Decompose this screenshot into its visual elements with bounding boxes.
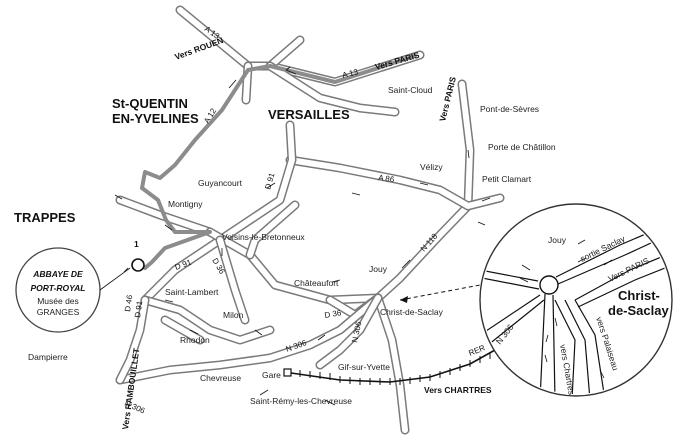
place-porte-de-chatillon: Porte de Châtillon <box>488 142 556 152</box>
place-petit-clamart: Petit Clamart <box>482 174 532 184</box>
direction-vers-paris-right: Vers PARIS <box>437 75 458 122</box>
road-a86: A 86 <box>378 173 396 184</box>
direction-vers-rambouillet: Vers RAMBOUILLET <box>120 347 141 431</box>
road-d91-west: D 91 <box>133 300 144 319</box>
place-dampierre: Dampierre <box>28 352 68 362</box>
place-voisins: Voisins-le-Bretonneux <box>222 232 305 242</box>
place-pont-de-sevres: Pont-de-Sèvres <box>480 104 539 114</box>
city-versailles: VERSAILLES <box>268 107 350 122</box>
road-d91-north: D 91 <box>263 171 276 190</box>
abbey-title-2: PORT-ROYAL <box>31 283 86 293</box>
road-n306-east: N 306 <box>350 320 363 343</box>
rail-line <box>283 349 496 385</box>
place-saint-lambert: Saint-Lambert <box>165 287 219 297</box>
inset-jouy: Jouy <box>548 235 567 245</box>
place-saint-remy: Saint-Rémy-les-Chevreuse <box>250 396 352 406</box>
place-chevreuse: Chevreuse <box>200 373 241 383</box>
place-gif: Gif-sur-Yvette <box>338 362 390 372</box>
place-milon: Milon <box>223 310 244 320</box>
abbey-callout: ABBAYE DE PORT-ROYAL Musée des GRANGES <box>15 247 131 333</box>
city-trappes: TRAPPES <box>14 210 76 225</box>
place-rhodon: Rhodon <box>180 335 210 345</box>
place-gare: Gare <box>262 370 281 380</box>
place-saint-cloud: Saint-Cloud <box>388 85 433 95</box>
direction-arrows <box>114 66 491 406</box>
place-christ-de-saclay: Christ-de-Saclay <box>380 307 444 317</box>
abbey-marker-number: 1 <box>134 239 139 249</box>
road-a13-east: A 13 <box>341 67 359 80</box>
road-network <box>115 5 505 435</box>
place-chateaufort: Châteaufort <box>294 278 339 288</box>
road-d46: D 46 <box>123 294 134 313</box>
place-montigny: Montigny <box>168 199 203 209</box>
abbey-marker: 1 <box>123 239 145 273</box>
abbey-title-1: ABBAYE DE <box>32 269 83 279</box>
city-st-quentin-line2: EN-YVELINES <box>112 111 199 126</box>
city-st-quentin-line1: St-QUENTIN <box>112 96 188 111</box>
direction-vers-paris-top: Vers PARIS <box>374 50 421 72</box>
abbey-subtitle-2: GRANGES <box>37 307 80 317</box>
inset-connector <box>399 284 481 303</box>
direction-vers-chartres: Vers CHARTRES <box>424 385 492 395</box>
place-jouy: Jouy <box>369 264 388 274</box>
inset-title-2: de-Saclay <box>608 303 669 318</box>
inset-map: Jouy sortie Saclay Vers PARIS N 306 vers… <box>479 203 673 397</box>
abbey-subtitle-1: Musée des <box>37 296 79 306</box>
road-d36-south: D 36 <box>324 308 343 320</box>
recommended-route <box>140 54 417 270</box>
inset-title-1: Christ- <box>618 288 660 303</box>
place-guyancourt: Guyancourt <box>198 178 243 188</box>
place-velizy: Vélizy <box>420 162 443 172</box>
